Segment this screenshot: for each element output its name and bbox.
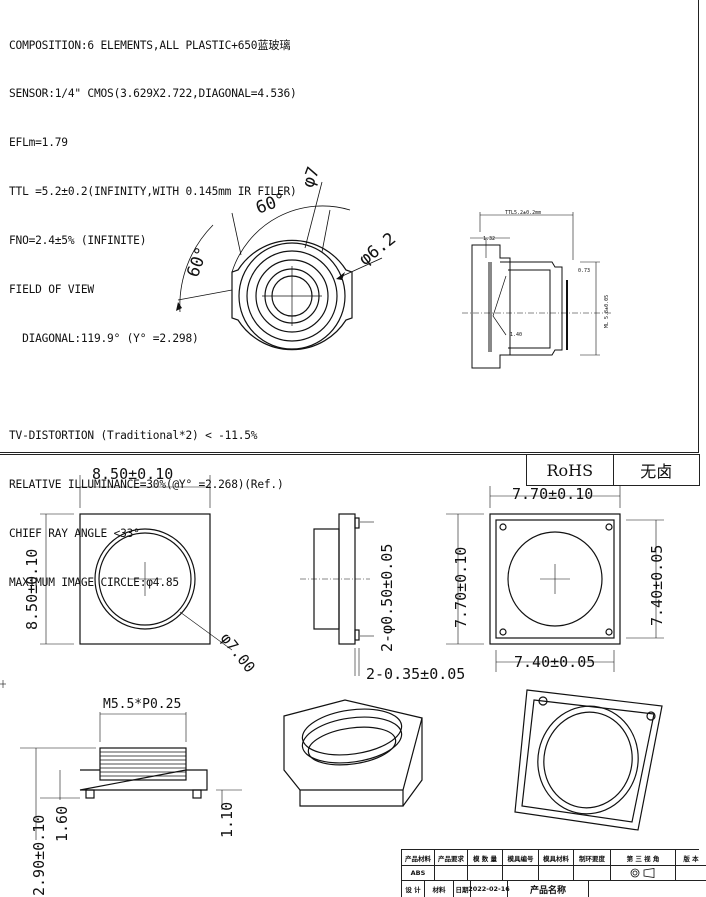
title-block-row-2: 设 计 材料 日期 2022-02-16 产品名称 xyxy=(402,881,703,897)
total-height-label: 2.90±0.10 xyxy=(30,815,48,896)
spec-chief-ray: CHIEF RAY ANGLE <33° xyxy=(9,527,140,541)
spec-fno: FNO=2.4±5% (INFINITE) xyxy=(9,234,147,248)
back-height-right-label: 7.40±0.05 xyxy=(648,545,666,626)
title-block-row-1b: ABS xyxy=(402,866,706,881)
lens-side-view xyxy=(20,712,242,840)
section-ttl-label: TTL5.2±0.2mm xyxy=(505,210,541,216)
body-height-label: 1.60 xyxy=(53,806,71,842)
side-pitch-label: 2-0.35±0.05 xyxy=(366,665,465,683)
holder-back-view xyxy=(446,486,664,672)
front-bore-label: φ7.00 xyxy=(217,629,259,676)
compliance-box: RoHS 无卤 xyxy=(526,454,700,486)
spec-composition: COMPOSITION:6 ELEMENTS,ALL PLASTIC+650蓝玻… xyxy=(9,38,291,52)
holder-side-view xyxy=(300,513,374,676)
section-dim-d: ML 5.8±0.05 xyxy=(604,295,610,328)
lens-top-view xyxy=(231,239,353,351)
front-width-label: 8.50±0.10 xyxy=(92,465,173,483)
spec-efl: EFLm=1.79 xyxy=(9,136,68,150)
holder-frame xyxy=(0,454,699,897)
holder-front-view xyxy=(40,475,233,651)
spec-fov-title: FIELD OF VIEW xyxy=(9,283,94,297)
spec-list: COMPOSITION:6 ELEMENTS,ALL PLASTIC+650蓝玻… xyxy=(9,5,297,624)
lens-isometric-view xyxy=(283,699,423,807)
angle-left-label: 60° xyxy=(183,244,212,280)
dia-top-label: φ7 xyxy=(298,164,324,190)
spec-relative-illuminance: RELATIVE ILLUMINANCE=30%(@Y° =2.268)(Ref… xyxy=(9,478,284,492)
back-width-top-label: 7.70±0.10 xyxy=(512,485,593,503)
spec-tv-distortion: TV-DISTORTION (Traditional*2) < -11.5% xyxy=(9,429,258,443)
rohs-label: RoHS xyxy=(527,455,614,485)
spec-fov-diagonal: DIAGONAL:119.9° (Y° =2.298) xyxy=(9,331,199,345)
title-block-row-1: 产品材料 产品要求 模 数 量 模具编号 模具材料 制环要度 第 三 视 角 版… xyxy=(402,850,706,866)
thread-label: M5.5*P0.25 xyxy=(103,697,181,712)
spec-max-image-circle: MAXIMUM IMAGE CIRCLE:φ4.85 xyxy=(9,576,179,590)
lens-section-view xyxy=(462,212,612,369)
spec-sensor: SENSOR:1/4" CMOS(3.629X2.722,DIAGONAL=4.… xyxy=(9,87,297,101)
side-pins-label: 2-φ0.50±0.05 xyxy=(378,544,396,652)
dia-outer-label: φ6.2 xyxy=(355,229,400,270)
section-dim-c: 1.40 xyxy=(510,332,522,338)
back-width-bottom-label: 7.40±0.05 xyxy=(514,653,595,671)
spec-ttl: TTL =5.2±0.2(INFINITY,WITH 0.145mm IR FI… xyxy=(9,185,297,199)
spec-frame xyxy=(0,0,699,453)
third-angle-projection-icon xyxy=(611,866,676,880)
section-dim-b: 0.73 xyxy=(578,268,590,274)
halogen-free-label: 无卤 xyxy=(640,462,673,481)
holder-isometric-view xyxy=(514,689,663,831)
section-dim-a: 1.32 xyxy=(483,236,495,242)
front-height-label: 8.50±0.10 xyxy=(23,549,41,630)
title-block: 产品材料 产品要求 模 数 量 模具编号 模具材料 制环要度 第 三 视 角 版… xyxy=(401,849,706,897)
base-height-label: 1.10 xyxy=(218,802,236,838)
back-height-left-label: 7.70±0.10 xyxy=(452,547,470,628)
